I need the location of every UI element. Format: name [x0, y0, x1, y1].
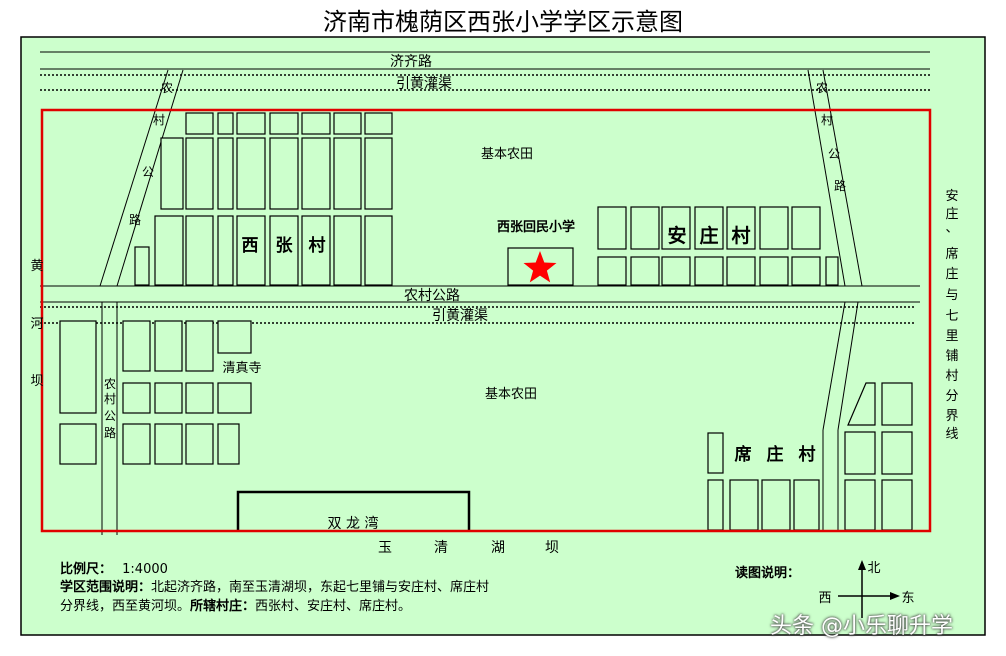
xizhuang-char-2: 庄: [767, 444, 784, 465]
west-road-char-4: 路: [129, 212, 141, 227]
shuanglong-label: 双 龙 湾: [328, 515, 379, 532]
east-note-char: 与: [945, 288, 958, 303]
scale-value: 1:4000: [122, 562, 168, 577]
school-label: 西张回民小学: [497, 219, 575, 235]
east-road-edge-1: [807, 69, 846, 287]
range-row-2: 分界线，西至黄河坝。所辖村庄：西张村、安庄村、席庄村。: [60, 597, 660, 617]
west-road-char-3: 公: [142, 165, 154, 179]
village-road-label: 农村公路: [404, 288, 460, 304]
scale-row: 比例尺： 1:4000: [60, 560, 168, 580]
east-road-lower-edge-1: [822, 301, 846, 431]
anzhuang-char-1: 安: [667, 224, 686, 247]
west-road-edge-2: [116, 69, 184, 287]
compass-east-label: 东: [901, 591, 914, 606]
anzhuang-char-3: 村: [731, 224, 750, 247]
villages-label: 所辖村庄：: [190, 599, 256, 614]
east-road-edge-2: [822, 69, 863, 287]
east-note-char: 席: [945, 246, 958, 262]
shuanglong-bay: [236, 490, 471, 530]
school-star-icon: [523, 251, 557, 283]
west-lower-road-char-1: 农: [104, 377, 116, 391]
west-road-char-1: 农: [161, 81, 173, 95]
east-road-char-4: 路: [834, 178, 846, 193]
xizhuang-char-3: 村: [799, 444, 816, 465]
watermark: 头条 @小乐聊升学: [770, 614, 953, 639]
xizhang-char-3: 村: [309, 235, 326, 256]
east-note-char: 分: [945, 389, 958, 404]
east-note-char: 线: [945, 427, 958, 442]
compass-north-arrow-icon: [858, 560, 866, 570]
west-dam-char-3: 坝: [30, 374, 43, 389]
compass-icon: [838, 565, 896, 618]
xizhang-village-blocks: [134, 112, 393, 286]
compass-north-label: 北: [867, 561, 880, 576]
villages-text: 西张村、安庄村、席庄村。: [255, 599, 412, 614]
south-dam-char-4: 坝: [545, 540, 559, 556]
south-dam-char-1: 玉: [378, 540, 392, 556]
east-note-char: 村: [945, 369, 958, 384]
south-dam-char-3: 湖: [491, 540, 505, 556]
east-note-char: 里: [945, 329, 958, 344]
range-row: 学区范围说明：北起济齐路，南至玉清湖坝，东起七里铺与安庄村、席庄村: [60, 578, 660, 598]
east-road-lower-edge-2: [837, 301, 859, 431]
scale-label: 比例尺：: [60, 562, 113, 577]
range-text-1: 北起济齐路，南至玉清湖坝，东起七里铺与安庄村、席庄村: [151, 580, 490, 595]
east-boundary-note: 安 庄 、 席 庄 与 七 里 铺 村 分 界 线: [945, 189, 958, 442]
southwest-blocks: [59, 320, 252, 465]
district-boundary: [40, 108, 932, 533]
west-dam-char-1: 黄: [30, 259, 43, 274]
map-title: 济南市槐荫区西张小学学区示意图: [323, 8, 683, 36]
east-note-char: 七: [945, 309, 958, 324]
east-note-char: 庄: [945, 266, 958, 282]
west-lower-road-char-4: 路: [104, 425, 116, 440]
xizhang-char-2: 张: [276, 236, 294, 256]
range-text-2: 分界线，西至黄河坝。: [60, 599, 191, 614]
south-dam-char-2: 清: [434, 540, 448, 556]
range-label: 学区范围说明：: [60, 580, 152, 595]
north-road-label: 济齐路: [390, 54, 432, 70]
east-road-char-2: 村: [821, 113, 833, 127]
west-road-edge-1: [99, 69, 169, 287]
east-road-char-1: 农: [816, 81, 828, 95]
canal-south-label: 引黄灌渠: [432, 307, 488, 324]
west-lower-road-char-3: 公: [104, 409, 116, 423]
reading-label: 读图说明：: [735, 566, 801, 581]
anzhuang-char-2: 庄: [699, 224, 718, 247]
east-note-char: 庄: [945, 206, 958, 222]
compass-west-label: 西: [818, 591, 831, 606]
east-note-char: 铺: [945, 349, 958, 364]
east-note-char: 安: [945, 189, 958, 204]
east-note-char: 界: [945, 409, 958, 424]
farmland-south-label: 基本农田: [485, 387, 537, 402]
xizhuang-char-1: 席: [735, 444, 752, 465]
compass-east-arrow-icon: [890, 592, 900, 600]
reading-row: 读图说明：: [735, 564, 800, 584]
west-lower-road-char-2: 村: [104, 392, 116, 406]
canal-north-label: 引黄灌渠: [396, 75, 452, 92]
anzhuang-village-blocks: [597, 206, 839, 286]
east-road-char-3: 公: [828, 147, 840, 161]
xizhang-char-1: 西: [242, 236, 259, 256]
east-note-char: 、: [945, 221, 958, 236]
west-dam-char-2: 河: [30, 317, 43, 332]
farmland-north-label: 基本农田: [481, 147, 533, 162]
west-road-char-2: 村: [153, 113, 165, 127]
mosque-label: 清真寺: [222, 361, 261, 376]
xizhuang-village-blocks: [707, 382, 913, 531]
